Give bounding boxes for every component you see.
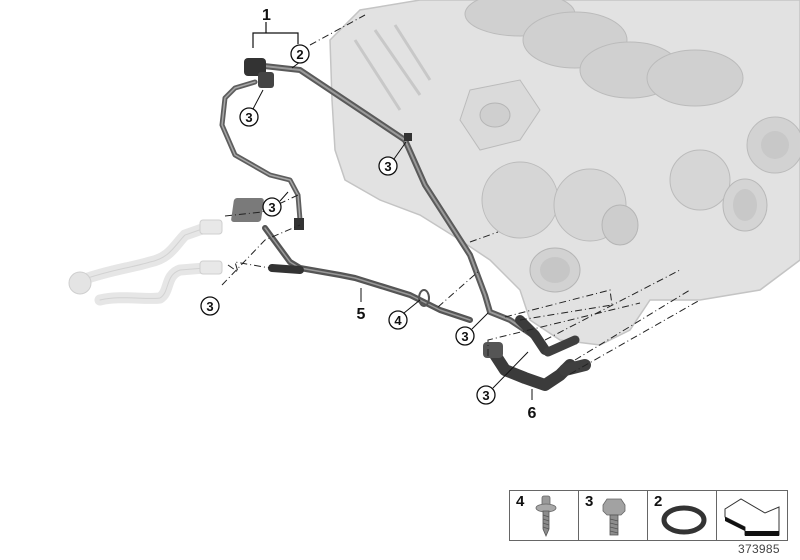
svg-text:3: 3 bbox=[461, 329, 468, 344]
callout-6[interactable]: 6 bbox=[528, 389, 537, 422]
oil-pipe-thin bbox=[219, 79, 304, 230]
callout-3-d[interactable]: 3 bbox=[200, 296, 220, 316]
callout-2[interactable]: 2 bbox=[290, 44, 310, 69]
svg-text:3: 3 bbox=[268, 200, 275, 215]
legend-number: 3 bbox=[585, 493, 594, 510]
parts-legend: 4 3 2 bbox=[509, 490, 788, 541]
legend-item-4[interactable]: 4 bbox=[510, 491, 579, 540]
legend-number: 4 bbox=[516, 493, 525, 510]
callout-1-bracket bbox=[252, 22, 299, 48]
svg-text:2: 2 bbox=[296, 47, 303, 62]
callout-4[interactable]: 4 bbox=[388, 299, 421, 330]
svg-text:4: 4 bbox=[394, 313, 402, 328]
faded-hose-assembly bbox=[68, 219, 223, 306]
oil-hose-6 bbox=[483, 315, 591, 391]
o-ring-icon bbox=[661, 505, 707, 535]
leader-lines bbox=[221, 14, 701, 375]
oil-pipe-1 bbox=[244, 58, 543, 343]
callout-5[interactable]: 5 bbox=[357, 288, 366, 323]
callout-3-b[interactable]: 3 bbox=[378, 141, 407, 176]
svg-text:3: 3 bbox=[482, 388, 489, 403]
svg-text:3: 3 bbox=[206, 299, 213, 314]
callout-3-f[interactable]: 3 bbox=[476, 351, 529, 405]
legend-number: 2 bbox=[654, 493, 663, 510]
oil-return-pipe-5 bbox=[262, 225, 473, 323]
legend-item-2[interactable]: 2 bbox=[648, 491, 717, 540]
callout-3-e[interactable]: 3 bbox=[455, 312, 489, 346]
torx-screw-icon bbox=[535, 495, 557, 538]
diagram-reference-number: 373985 bbox=[738, 542, 780, 556]
callout-3-a[interactable]: 3 bbox=[239, 89, 264, 127]
arrow-direction-icon bbox=[724, 498, 780, 536]
svg-text:3: 3 bbox=[245, 110, 252, 125]
svg-text:5: 5 bbox=[357, 306, 366, 323]
engine-block bbox=[329, 0, 800, 346]
legend-item-3[interactable]: 3 bbox=[579, 491, 648, 540]
hex-bolt-icon bbox=[602, 498, 626, 536]
legend-item-arrow[interactable] bbox=[717, 491, 787, 540]
callout-3-c[interactable]: 3 bbox=[262, 191, 289, 217]
svg-text:3: 3 bbox=[384, 159, 391, 174]
callout-1-label: 1 bbox=[262, 7, 271, 24]
svg-text:6: 6 bbox=[528, 405, 537, 422]
